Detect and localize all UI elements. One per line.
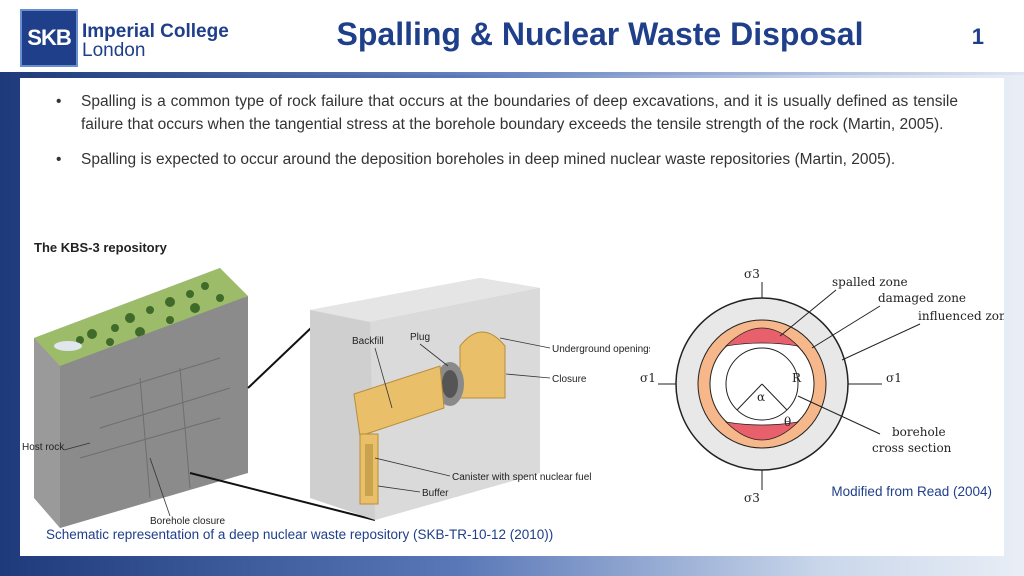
- zoom-line: [189, 472, 376, 521]
- logo-line-1: Imperial College: [82, 21, 229, 42]
- label-influenced-zone: influenced zone: [918, 309, 1004, 323]
- alpha-symbol: α: [757, 390, 765, 404]
- bullet-marker: •: [56, 93, 62, 110]
- label-host-rock: Host rock: [22, 442, 65, 453]
- canister: [365, 444, 373, 496]
- closure-tunnel: [459, 331, 506, 399]
- label-borehole-line1: borehole: [892, 425, 946, 439]
- leader-line: [63, 442, 91, 451]
- label-borehole-closure: Borehole closure: [150, 516, 225, 527]
- header-bar: SKB Imperial College London Spalling & N…: [0, 0, 1024, 74]
- skb-logo: SKB: [20, 9, 78, 67]
- bullet-item: • Spalling is a common type of rock fail…: [56, 90, 958, 136]
- logo-line-2: London: [82, 40, 146, 61]
- sigma3-top: σ3: [744, 267, 760, 281]
- radius-line: [761, 383, 788, 411]
- repository-figure-title: The KBS-3 repository: [34, 240, 167, 255]
- slide-title: Spalling & Nuclear Waste Disposal: [336, 16, 864, 52]
- leader-line: [377, 485, 421, 493]
- label-spalled-zone: spalled zone: [832, 275, 908, 289]
- leader-line: [149, 457, 171, 517]
- slide-content: • Spalling is a common type of rock fail…: [20, 78, 1004, 556]
- borehole-cross-section: α R θ σ3 σ3 σ1 σ1 spalled zone damaged z…: [640, 267, 1004, 505]
- facility-icon: [54, 341, 82, 351]
- figure-caption: Schematic representation of a deep nucle…: [46, 527, 554, 542]
- bullet-marker: •: [56, 151, 62, 168]
- leader-line: [505, 373, 551, 379]
- label-buffer: Buffer: [422, 488, 449, 499]
- leader-line: [779, 289, 837, 337]
- label-closure: Closure: [552, 374, 587, 385]
- bullet-text: Spalling is expected to occur around the…: [81, 151, 896, 168]
- sigma1-right: σ1: [886, 371, 902, 385]
- repository-illustration: Host rock Borehole closure Backfill Plug…: [22, 268, 650, 528]
- leader-line: [811, 305, 881, 349]
- tunnel-network: [79, 357, 231, 499]
- leader-line: [419, 343, 449, 367]
- plug-core: [442, 370, 458, 398]
- backfill-tunnel: [353, 365, 445, 437]
- spalled-zone-top: [724, 327, 800, 347]
- radius-symbol: R: [792, 371, 802, 385]
- bullet-item: • Spalling is expected to occur around t…: [56, 148, 958, 171]
- leader-line: [499, 337, 551, 349]
- bullet-text: Spalling is a common type of rock failur…: [81, 93, 958, 133]
- label-backfill: Backfill: [352, 336, 384, 347]
- detail-block-top: [310, 278, 540, 322]
- leader-line: [797, 395, 881, 435]
- bullet-list: • Spalling is a common type of rock fail…: [56, 90, 958, 183]
- terrain-surface: [34, 268, 248, 366]
- spalled-zone-bottom: [724, 421, 800, 441]
- label-underground-openings: Underground openings: [552, 344, 650, 355]
- figure-credit: Modified from Read (2004): [831, 484, 992, 499]
- theta-symbol: θ: [784, 415, 791, 429]
- label-damaged-zone: damaged zone: [878, 291, 966, 305]
- label-borehole-line2: cross section: [872, 441, 952, 455]
- label-plug: Plug: [410, 332, 430, 343]
- sigma3-bottom: σ3: [744, 491, 760, 505]
- leader-line: [374, 457, 451, 477]
- radius-line: [736, 383, 763, 411]
- imperial-college-logo: Imperial College London: [82, 22, 229, 60]
- leader-line: [841, 323, 921, 361]
- header-rule: [0, 72, 1024, 75]
- leader-line: [374, 347, 393, 409]
- page-number: 1: [971, 24, 984, 49]
- label-canister: Canister with spent nuclear fuel: [452, 472, 592, 483]
- sigma1-left: σ1: [640, 371, 656, 385]
- rock-face: [60, 296, 248, 528]
